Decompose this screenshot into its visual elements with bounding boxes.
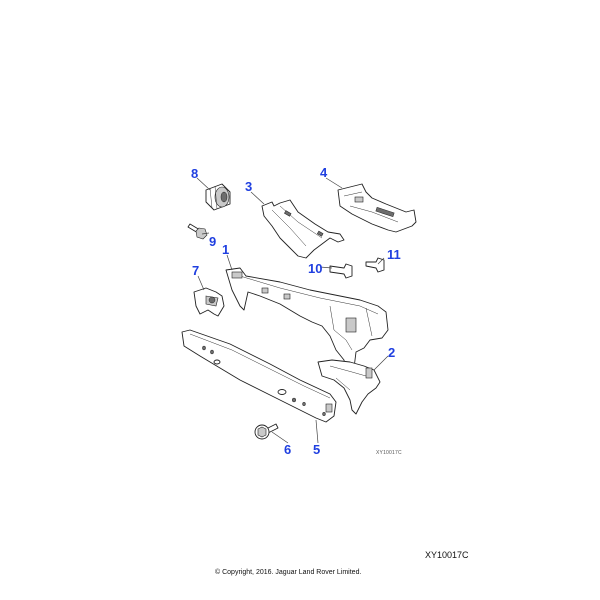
callout-6[interactable]: 6 [284,442,292,457]
drawing-code-small: XY10017C [376,450,402,456]
part-9-bolt [187,223,208,240]
callout-2[interactable]: 2 [388,345,396,360]
part-10-clip [329,263,353,279]
part-8-buffer [205,183,231,211]
callout-1[interactable]: 1 [222,242,230,257]
part-6-bolt [254,423,279,440]
part-7-bracket [193,287,225,317]
callout-9[interactable]: 9 [209,234,217,249]
callout-5[interactable]: 5 [313,442,321,457]
callout-3[interactable]: 3 [245,179,253,194]
drawing-code: XY10017C [425,550,469,560]
part-2-bracket [317,359,381,415]
part-5-beam [181,329,337,423]
callout-8[interactable]: 8 [191,166,199,181]
leader-lines [196,177,389,444]
copyright-notice: © Copyright, 2016. Jaguar Land Rover Lim… [215,569,362,576]
part-4-tray [337,183,417,233]
callout-11[interactable]: 11 [387,247,401,262]
part-11-clip [365,257,385,273]
part-3-bracket [261,199,345,259]
callout-7[interactable]: 7 [192,263,200,278]
callout-4[interactable]: 4 [320,165,328,180]
callout-10[interactable]: 10 [308,261,323,276]
